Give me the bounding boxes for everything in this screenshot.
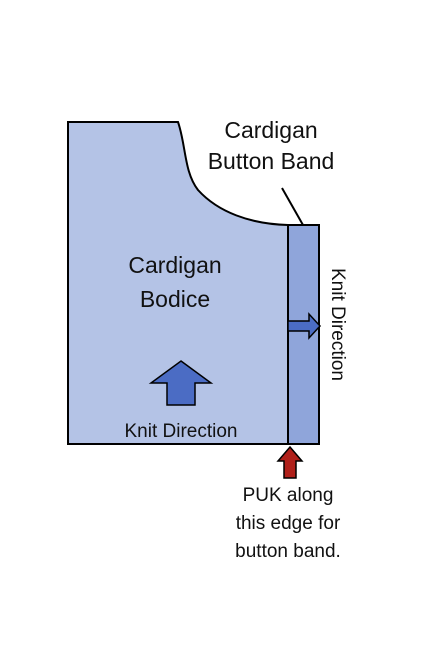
bodice-shape [67,121,289,445]
button-band-leader-line [281,187,304,226]
puk-note-line3: button band. [235,541,341,562]
band-knit-direction-label: Knit Direction [327,268,348,381]
button-band-shape [287,224,320,445]
button-band-title-line2: Button Band [208,148,335,174]
puk-note-line1: PUK along [243,485,334,506]
band-knit-direction-arrow-icon [287,312,322,340]
puk-arrow-icon [276,445,304,479]
button-band-title-line1: Cardigan [224,117,317,143]
bodice-knit-direction-arrow-icon [148,360,214,406]
puk-note-line2: this edge for [236,513,341,534]
bodice-title-line2: Bodice [140,286,210,312]
bodice-title-line1: Cardigan [128,252,221,278]
bodice-knit-direction-label: Knit Direction [125,421,238,442]
